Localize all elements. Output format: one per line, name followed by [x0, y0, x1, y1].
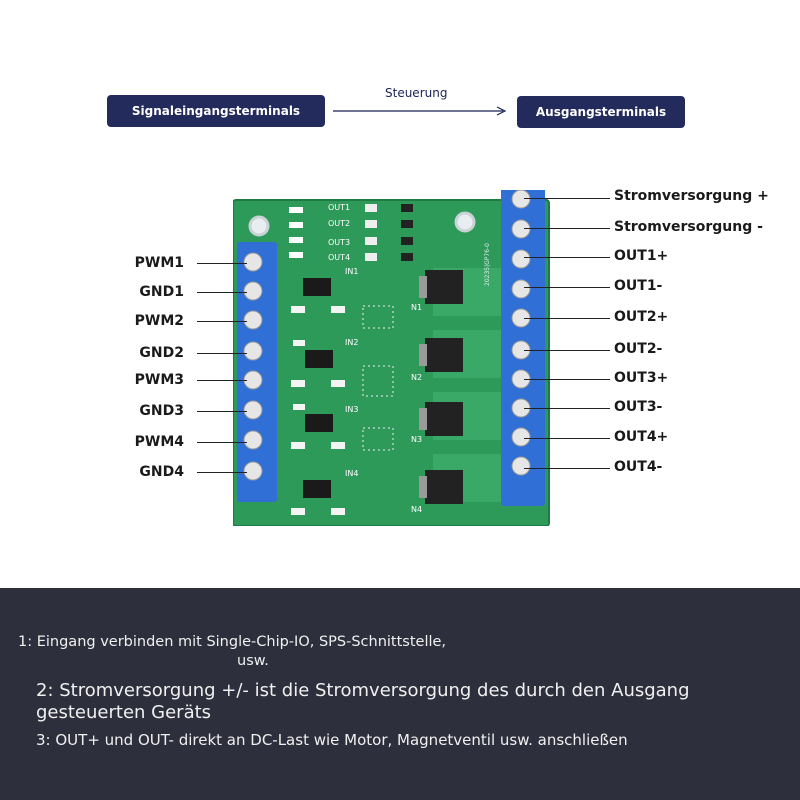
output-terminals-badge: Ausgangsterminals	[517, 96, 685, 128]
label-out3-minus: OUT3-	[614, 399, 663, 415]
led-label-out1: OUT1	[328, 203, 350, 212]
mount-hole	[248, 215, 270, 237]
mosfets	[419, 270, 463, 504]
leader-line	[524, 257, 610, 258]
label-out1-minus: OUT1-	[614, 278, 663, 294]
resistors	[291, 306, 345, 515]
label-gnd4: GND4	[139, 464, 184, 480]
notes-panel	[0, 588, 800, 800]
leader-line	[197, 292, 247, 293]
right-arrow-icon	[333, 106, 507, 116]
input-label-in2: IN2	[345, 338, 358, 347]
label-gnd2: GND2	[139, 345, 184, 361]
leader-line	[524, 228, 610, 229]
label-power-plus: Stromversorgung +	[614, 188, 769, 204]
leader-line	[524, 287, 610, 288]
label-out4-plus: OUT4+	[614, 429, 669, 445]
note-3: 3: OUT+ und OUT- direkt an DC-Last wie M…	[36, 731, 628, 749]
mount-hole	[454, 211, 476, 233]
leader-line	[524, 379, 610, 380]
label-power-minus: Stromversorgung -	[614, 219, 763, 235]
leader-line	[197, 472, 247, 473]
led-label-out3: OUT3	[328, 238, 350, 247]
part-code: 20235|GP76-0	[484, 243, 491, 286]
led-label-out4: OUT4	[328, 253, 350, 262]
leader-line	[197, 411, 247, 412]
leader-line	[524, 318, 610, 319]
leader-line	[197, 353, 247, 354]
fet-label-n3: N3	[411, 435, 422, 444]
fet-label-n4: N4	[411, 505, 422, 514]
label-pwm1: PWM1	[134, 255, 184, 271]
fet-label-n2: N2	[411, 373, 422, 382]
label-pwm3: PWM3	[134, 372, 184, 388]
leader-line	[524, 438, 610, 439]
note-2: 2: Stromversorgung +/- ist die Stromvers…	[36, 680, 690, 723]
input-label-in3: IN3	[345, 405, 358, 414]
label-out2-plus: OUT2+	[614, 309, 669, 325]
input-label-in1: IN1	[345, 267, 358, 276]
fet-label-n1: N1	[411, 303, 422, 312]
label-gnd3: GND3	[139, 403, 184, 419]
label-out4-minus: OUT4-	[614, 459, 663, 475]
label-out3-plus: OUT3+	[614, 370, 669, 386]
input-label-in4: IN4	[345, 469, 358, 478]
note-1: 1: Eingang verbinden mit Single-Chip-IO,…	[18, 634, 447, 650]
via-grid	[362, 305, 394, 451]
leader-line	[524, 408, 610, 409]
label-out2-minus: OUT2-	[614, 341, 663, 357]
input-terminals-badge: Signaleingangsterminals	[107, 95, 325, 127]
mosfet-board-image: OUT1 OUT2 OUT3 OUT4 IN1 IN2 IN3 IN4	[233, 190, 550, 526]
leader-line	[197, 442, 247, 443]
label-gnd1: GND1	[139, 284, 184, 300]
leader-line	[197, 380, 247, 381]
control-label: Steuerung	[385, 86, 448, 100]
left-terminal-screws	[243, 252, 263, 481]
leader-line	[197, 263, 247, 264]
right-terminal-screws	[511, 190, 531, 476]
led-row: OUT1 OUT2 OUT3 OUT4	[289, 203, 413, 262]
optocouplers	[303, 278, 333, 498]
led-label-out2: OUT2	[328, 219, 350, 228]
leader-line	[197, 321, 247, 322]
leader-line	[524, 468, 610, 469]
label-pwm2: PWM2	[134, 313, 184, 329]
leader-line	[524, 350, 610, 351]
leader-line	[524, 198, 610, 199]
label-pwm4: PWM4	[134, 434, 184, 450]
label-out1-plus: OUT1+	[614, 248, 669, 264]
note-1-continued: usw.	[237, 653, 269, 669]
